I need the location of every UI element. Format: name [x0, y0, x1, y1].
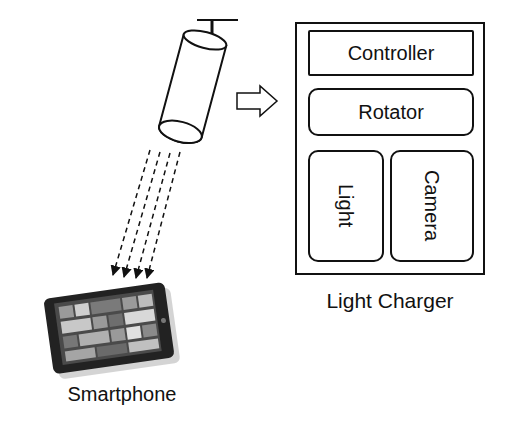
- box-label: Controller: [348, 43, 435, 63]
- component-box: Rotator: [308, 88, 474, 136]
- box-label: Light: [336, 184, 356, 227]
- system-box: Light ChargerControllerRotatorLightCamer…: [295, 22, 485, 275]
- component-box: Controller: [308, 30, 474, 76]
- ceiling-line: [197, 19, 238, 21]
- box-label: Camera: [422, 170, 442, 241]
- lamp-cylinder: [157, 27, 229, 148]
- light-rays: [113, 150, 180, 278]
- box-heading: Light Charger: [297, 289, 483, 313]
- hollow-arrow: [237, 86, 277, 116]
- component-box: Camera: [390, 150, 474, 262]
- component-box: Light: [308, 150, 384, 262]
- box-label: Rotator: [358, 102, 424, 122]
- device-label: Smartphone: [52, 383, 192, 406]
- smartphone-image: [43, 281, 180, 380]
